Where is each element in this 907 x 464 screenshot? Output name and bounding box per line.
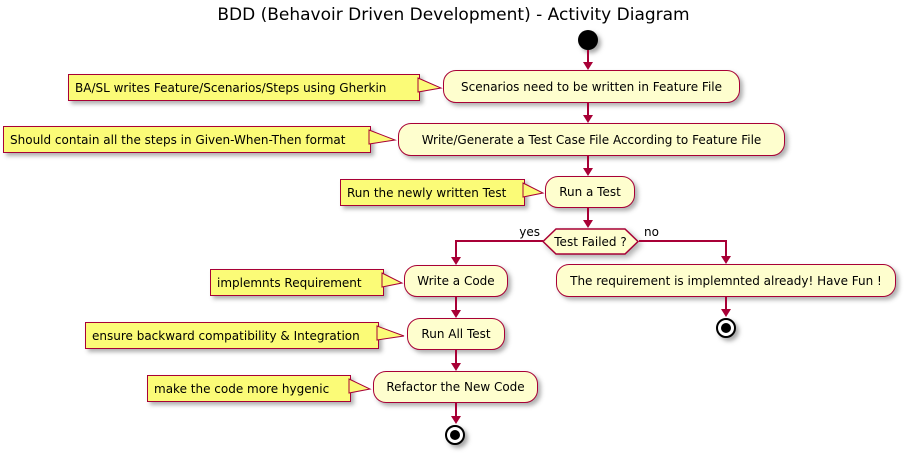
arrow-a6-a7-line: [455, 350, 457, 364]
end-node-right: [716, 318, 736, 338]
arrow-a3-decision-head: [583, 220, 593, 228]
note-tail-icon: [417, 77, 443, 93]
arrow-a1-a2-head: [583, 115, 593, 123]
note-code-hygenic: make the code more hygenic: [147, 375, 372, 402]
diagram-title: BDD (Behavoir Driven Development) - Acti…: [217, 5, 690, 25]
note-text: make the code more hygenic: [154, 381, 330, 396]
decision-hexagon-shape: [541, 228, 640, 255]
activity-run-all-test: Run All Test: [407, 318, 505, 350]
activity-label: Refactor the New Code: [386, 380, 525, 394]
note-text: BA/SL writes Feature/Scenarios/Steps usi…: [75, 80, 387, 95]
arrow-a6-a7-head: [451, 363, 461, 371]
note-tail-icon: [522, 182, 545, 198]
arrow-a1-a2-line: [587, 103, 589, 116]
branch-no-head: [721, 256, 731, 264]
note-tail-icon: [348, 378, 372, 394]
note-tail-icon: [368, 129, 397, 145]
arrow-a5-end-line: [725, 297, 727, 310]
branch-yes-head: [451, 257, 461, 265]
note-implements-requirement: implemnts Requirement: [210, 269, 404, 296]
note-text: Should contain all the steps in Given-Wh…: [10, 132, 346, 147]
branch-label-yes: yes: [519, 225, 540, 239]
branch-yes-hline: [455, 240, 543, 242]
end-node-bottom: [445, 425, 465, 445]
note-gherkin: BA/SL writes Feature/Scenarios/Steps usi…: [68, 74, 443, 101]
note-text: implemnts Requirement: [217, 275, 362, 290]
activity-label: Write/Generate a Test Case File Accordin…: [421, 132, 762, 147]
branch-no-hline: [639, 240, 727, 242]
branch-no-vline: [725, 240, 727, 257]
arrow-a2-a3-line: [587, 156, 589, 169]
arrow-a2-a3-head: [583, 168, 593, 176]
arrow-start-a1-head: [583, 62, 593, 70]
note-run-newly-written: Run the newly written Test: [340, 179, 545, 206]
activity-label: Write a Code: [417, 274, 495, 288]
arrow-start-a1-line: [587, 50, 589, 63]
note-tail-icon: [381, 272, 404, 288]
activity-refactor-new-code: Refactor the New Code: [373, 371, 538, 403]
activity-label: The requirement is implemnted already! H…: [570, 273, 882, 288]
arrow-a3-decision-line: [587, 208, 589, 221]
branch-yes-vline: [455, 240, 457, 258]
activity-requirement-implemented: The requirement is implemnted already! H…: [556, 264, 896, 297]
activity-run-a-test: Run a Test: [545, 176, 635, 208]
activity-label: Run a Test: [559, 185, 621, 199]
arrow-a7-end-head: [451, 416, 461, 424]
activity-label: Scenarios need to be written in Feature …: [461, 79, 722, 94]
end-node-dot: [721, 323, 731, 333]
end-node-dot: [450, 430, 460, 440]
note-text: Run the newly written Test: [347, 185, 507, 200]
arrow-a4-a6-head: [451, 310, 461, 318]
activity-label: Run All Test: [421, 327, 491, 341]
activity-generate-test-case: Write/Generate a Test Case File Accordin…: [398, 123, 785, 156]
arrow-a5-end-head: [721, 309, 731, 317]
activity-scenarios-feature-file: Scenarios need to be written in Feature …: [443, 70, 740, 103]
note-tail-icon: [376, 325, 405, 341]
note-given-when-then: Should contain all the steps in Given-Wh…: [3, 126, 397, 153]
arrow-a7-end-line: [455, 403, 457, 417]
note-text: ensure backward compatibility & Integrat…: [92, 328, 360, 343]
start-node: [578, 30, 598, 50]
arrow-a4-a6-line: [455, 297, 457, 311]
note-backward-compatibility: ensure backward compatibility & Integrat…: [85, 322, 405, 349]
activity-write-a-code: Write a Code: [404, 265, 508, 297]
decision-label: Test Failed ?: [554, 234, 627, 249]
branch-label-no: no: [644, 225, 659, 239]
decision-test-failed: Test Failed ?: [541, 228, 640, 255]
